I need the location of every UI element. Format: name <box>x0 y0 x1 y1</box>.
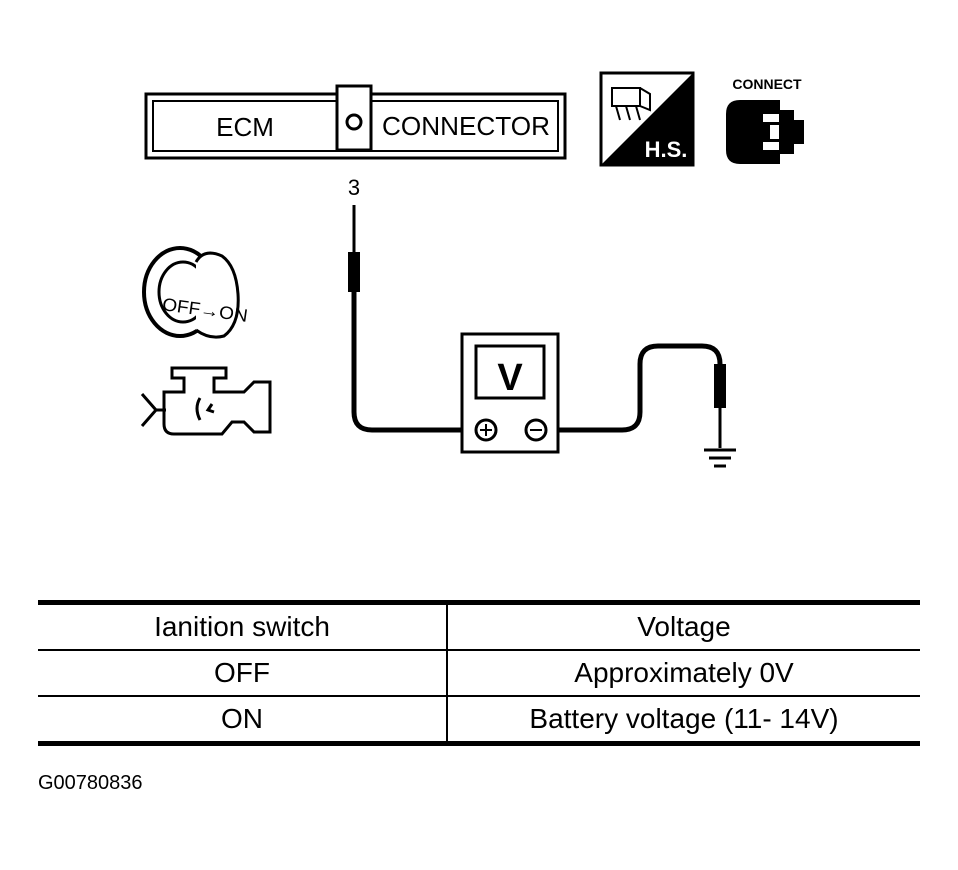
ground-symbol-icon <box>704 448 736 468</box>
voltmeter-icon: V <box>460 332 560 454</box>
connect-label: CONNECT <box>732 76 802 92</box>
voltage-cell: Battery voltage (11- 14V) <box>447 696 920 746</box>
column-header-voltage: Voltage <box>447 600 920 651</box>
connector-label: CONNECTOR <box>382 111 550 141</box>
figure-id: G00780836 <box>38 772 143 794</box>
table-row: ON Battery voltage (11- 14V) <box>38 696 920 746</box>
meter-v-label: V <box>497 357 523 399</box>
positive-terminal <box>474 418 498 442</box>
positive-probe-lead <box>348 205 462 433</box>
pin-number: 3 <box>348 175 360 200</box>
ecm-connector-box: ECM CONNECTOR <box>144 84 567 160</box>
table-header-row: Ianition switch Voltage <box>38 600 920 651</box>
table-row: OFF Approximately 0V <box>38 650 920 697</box>
negative-terminal <box>524 418 548 442</box>
ignition-key-icon: OFF→ON <box>142 246 249 339</box>
ignition-cell: OFF <box>38 650 448 697</box>
harness-side-label: H.S. <box>645 137 688 162</box>
connect-icon: CONNECT <box>726 76 804 164</box>
negative-probe-lead <box>558 343 726 448</box>
engine-icon <box>140 366 272 436</box>
column-header-ignition: Ianition switch <box>38 600 448 651</box>
harness-side-icon: H.S. <box>599 71 695 167</box>
voltage-spec-table: Ianition switch Voltage OFF Approximatel… <box>38 600 920 746</box>
ecm-label: ECM <box>216 112 274 142</box>
circuit-diagram: ECM CONNECTOR H.S. CONNECT 3 V <box>140 71 804 468</box>
ignition-cell: ON <box>38 696 448 746</box>
voltage-cell: Approximately 0V <box>447 650 920 697</box>
